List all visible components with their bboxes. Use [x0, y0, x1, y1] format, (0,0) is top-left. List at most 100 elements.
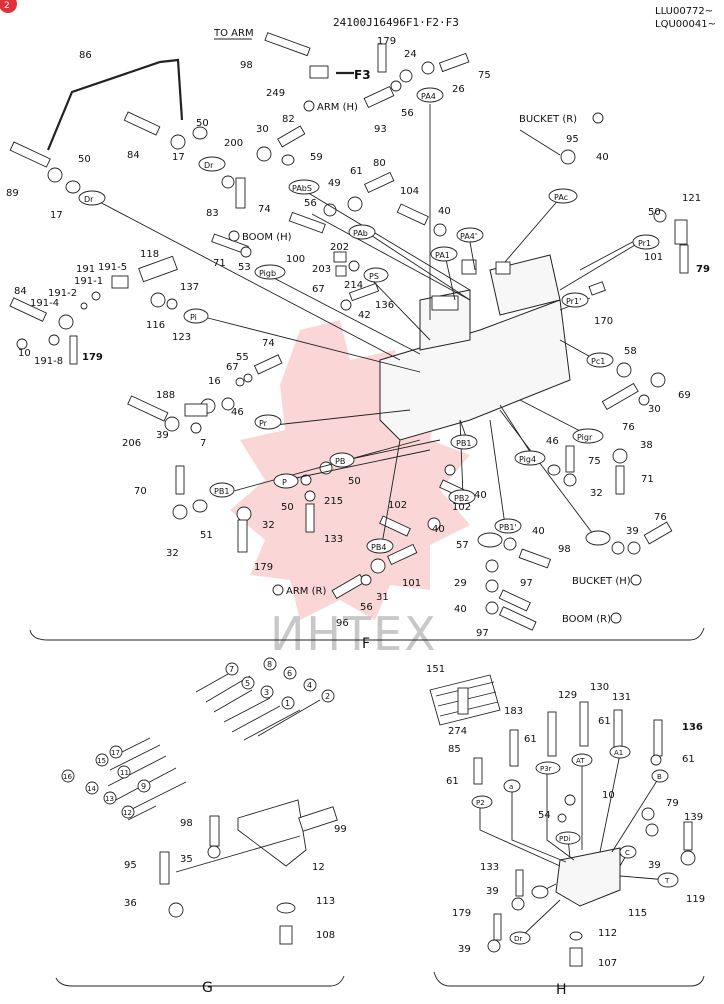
pn-200: 200 [224, 138, 243, 149]
pn-118: 118 [140, 249, 159, 260]
port-h-at: AT [576, 757, 585, 765]
port-pr1b [561, 292, 589, 308]
port-pb1b-text: PB1 [214, 487, 229, 496]
hose-89 [9, 141, 51, 168]
fitting-46a [221, 397, 235, 411]
pn-h-151: 151 [426, 664, 445, 675]
port-pi-right [585, 530, 611, 546]
hose-76a [601, 382, 639, 410]
hose-133h [515, 869, 524, 897]
cn-16: 16 [63, 773, 72, 781]
elbow-17a [47, 167, 63, 183]
page-badge [0, 0, 17, 13]
fitting-202 [333, 251, 347, 263]
cn-8: 8 [267, 660, 272, 669]
fitting-75b [565, 445, 575, 473]
port-p-text: P [282, 478, 287, 487]
port-pa4-text: PA4 [421, 92, 436, 101]
valve-block-115 [555, 847, 621, 907]
fitting-95g [159, 851, 170, 885]
pn-191-5: 191-5 [98, 262, 127, 273]
pn-116: 116 [146, 320, 165, 331]
port-h-b: B [657, 773, 662, 781]
elbow-39a [645, 823, 659, 837]
bolt-108 [279, 925, 293, 945]
fitting-188 [184, 403, 208, 417]
control-valve-body [379, 254, 571, 441]
elbow-17b [170, 134, 186, 150]
hose-97a [498, 589, 531, 612]
port-pabs-text: PAbS [292, 184, 312, 193]
label-f3: F3 [354, 68, 371, 82]
fitting-214 [348, 260, 360, 272]
port-pab [348, 224, 376, 240]
label-to-arm: TO ARM [213, 28, 254, 39]
hose-139 [683, 821, 693, 851]
pn-214: 214 [344, 280, 363, 291]
fitting-24 [399, 69, 413, 83]
cn-17: 17 [111, 749, 120, 757]
pin-set-upper [195, 673, 321, 741]
pn-170: 170 [594, 316, 613, 327]
fitting-42 [340, 299, 352, 311]
drawing-code: 24100J16496F1·F2·F3 [333, 16, 459, 29]
pn-31: 31 [376, 592, 389, 603]
fitting-10h [564, 794, 576, 806]
pn-102b: 102 [452, 502, 471, 513]
fitting-76b [643, 521, 673, 545]
pn-104: 104 [400, 186, 419, 197]
fitting-191-4 [58, 314, 74, 330]
pn-84b: 84 [14, 286, 27, 297]
port-pi [183, 308, 209, 324]
pn-7: 7 [200, 438, 206, 449]
pn-57: 57 [456, 540, 469, 551]
cap-51 [192, 499, 208, 513]
cap-46b [547, 464, 561, 476]
fitting-50e [300, 474, 312, 486]
pn-133: 133 [324, 534, 343, 545]
fitting-179b [69, 335, 78, 365]
fitting-136 [348, 282, 380, 302]
pn-h-107: 107 [598, 958, 617, 969]
port-pb1c [477, 532, 503, 548]
pn-26: 26 [452, 84, 465, 95]
fitting-170 [588, 281, 606, 296]
pn-56b: 56 [304, 198, 317, 209]
fitting-101b [387, 543, 418, 566]
pn-16: 16 [208, 376, 221, 387]
pn-67a: 67 [312, 284, 325, 295]
pn-g-12: 12 [312, 862, 325, 873]
fitting-40d [503, 537, 517, 551]
port-pac [548, 188, 578, 204]
port-pa4 [416, 87, 444, 103]
pn-h-136: 136 [682, 722, 703, 733]
pn-191-8: 191-8 [34, 356, 63, 367]
pn-56a: 56 [401, 108, 414, 119]
pn-53: 53 [238, 262, 251, 273]
elbow-69 [650, 372, 666, 388]
pn-h-133: 133 [480, 862, 499, 873]
pn-h-274: 274 [448, 726, 467, 737]
fitting-75a [438, 52, 470, 73]
elbow-39c [487, 939, 501, 953]
hose-183 [509, 729, 519, 767]
hose-84a [123, 111, 161, 136]
fitting-40b [433, 223, 447, 237]
port-pigb [254, 264, 286, 280]
fitting-35 [207, 845, 221, 859]
pn-h-85: 85 [448, 744, 461, 755]
pn-67b: 67 [226, 362, 239, 373]
hose-118 [138, 255, 178, 283]
pn-76a: 76 [622, 422, 635, 433]
port-pa1 [430, 246, 458, 262]
pn-30a: 30 [256, 124, 269, 135]
hose-129 [547, 711, 557, 757]
pn-101b: 101 [402, 578, 421, 589]
fitting-82 [277, 125, 306, 148]
pn-50d: 50 [281, 502, 294, 513]
fitting-71b [615, 465, 625, 495]
section-f-diagram [9, 32, 705, 641]
cn-14: 14 [87, 785, 96, 793]
cn-3: 3 [264, 688, 269, 697]
